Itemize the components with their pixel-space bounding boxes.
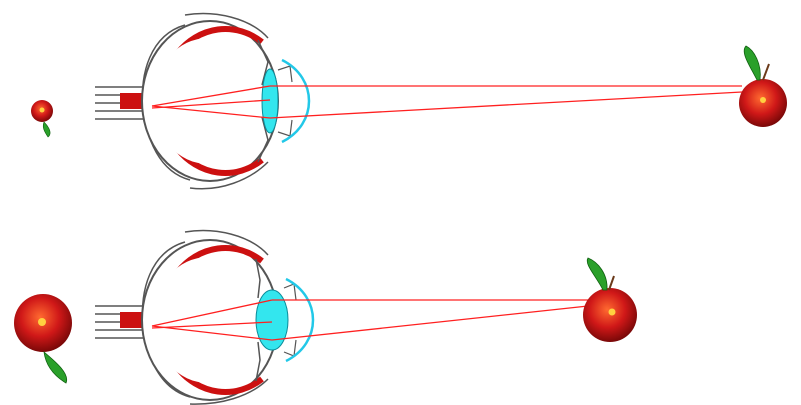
near-object-apple (583, 258, 637, 342)
scene-near-object (14, 231, 637, 405)
retinal-image-large-apple (14, 294, 72, 383)
cornea (282, 60, 309, 142)
scene-far-object (31, 14, 787, 189)
lens-thick (256, 290, 288, 350)
retinal-image-small-apple (31, 100, 53, 137)
cornea (286, 279, 313, 361)
far-object-apple (739, 46, 787, 127)
